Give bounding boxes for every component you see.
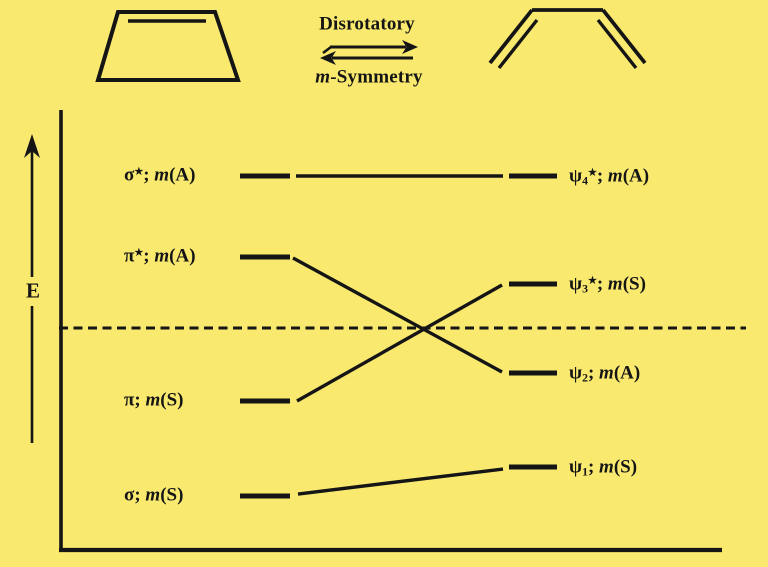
butadiene-right-bond-inner: [596, 18, 638, 70]
correlation-pi-star-to-psi2: [292, 256, 503, 374]
left-level-lines: [240, 173, 290, 499]
symmetry-m-italic: m: [315, 66, 331, 88]
equilibrium-arrows-icon: [320, 40, 418, 65]
orbital-subscript: 2: [582, 371, 588, 385]
parity-label: (A): [169, 164, 196, 186]
level-label-pi: π; m(S): [124, 391, 184, 410]
orbital-symbol: ψ: [569, 362, 583, 384]
antibonding-star-icon: ★: [134, 247, 144, 259]
label-separator: ;: [587, 456, 600, 478]
level-label-pi-star: π★; m(A): [124, 247, 196, 266]
reverse-arrowhead: [320, 51, 336, 65]
label-separator: ;: [134, 389, 146, 411]
energy-axis-label-text: E: [25, 278, 41, 303]
cyclobutene-ring: [95, 10, 241, 82]
mirror-symbol: m: [607, 165, 623, 187]
correlation-pi-to-psi3-star: [296, 283, 503, 403]
butadiene-right-bond-outer: [601, 8, 647, 65]
mirror-symbol: m: [145, 389, 161, 411]
parity-label: (A): [622, 165, 650, 187]
level-label-sigma: σ; m(S): [124, 486, 183, 505]
level-label-psi4-star: ψ4★; m(A): [569, 165, 650, 188]
antibonding-star-icon: ★: [134, 166, 144, 178]
label-separator: ;: [143, 164, 155, 186]
orbital-symbol: π: [124, 389, 135, 411]
orbital-symbol: ψ: [569, 273, 583, 295]
orbital-symbol: ψ: [569, 165, 583, 187]
level-label-sigma-star: σ★; m(A): [124, 166, 195, 185]
butadiene-left-bond-inner: [497, 18, 539, 70]
mirror-symbol: m: [154, 245, 170, 267]
label-separator: ;: [596, 273, 608, 295]
right-level-lines: [509, 173, 557, 470]
energy-arrowhead: [24, 134, 40, 158]
butadiene-structure-icon: [488, 8, 647, 70]
butadiene-left-bond-outer: [488, 8, 534, 65]
cyclobutene-structure-icon: [95, 10, 241, 82]
forward-arrow-tail-hook: [322, 45, 332, 55]
label-separator: ;: [143, 245, 155, 267]
parity-label: (A): [169, 245, 196, 267]
label-separator: ;: [134, 484, 146, 506]
orbital-subscript: 4: [582, 174, 588, 188]
mirror-symbol: m: [599, 362, 614, 384]
label-separator: ;: [587, 362, 600, 384]
orbital-symbol: σ: [124, 484, 135, 506]
parity-label: (S): [160, 484, 184, 506]
correlation-sigma-to-psi1: [297, 467, 504, 496]
forward-process-label: Disrotatory: [319, 15, 415, 34]
parity-label: (S): [613, 456, 638, 478]
correlation-lines: [292, 174, 504, 496]
parity-label: (A): [613, 362, 641, 384]
forward-process-label-text: Disrotatory: [319, 13, 415, 35]
symmetry-element-label: m-Symmetry: [315, 68, 423, 87]
label-separator: ;: [596, 165, 608, 187]
energy-axis-arrow: [24, 134, 40, 443]
mirror-symbol: m: [145, 484, 161, 506]
level-label-psi1: ψ1; m(S): [569, 456, 638, 479]
antibonding-star-icon: ★: [587, 167, 597, 179]
level-label-psi2: ψ2; m(A): [569, 362, 641, 385]
mirror-symbol: m: [154, 164, 170, 186]
orbital-symbol: ψ: [569, 456, 583, 478]
parity-label: (S): [160, 389, 184, 411]
energy-axis-label: E: [25, 278, 41, 303]
mirror-symbol: m: [607, 273, 623, 295]
antibonding-star-icon: ★: [587, 275, 597, 287]
level-label-psi3-star: ψ3★; m(S): [569, 273, 646, 296]
orbital-subscript: 3: [582, 282, 588, 296]
forward-arrowhead: [402, 40, 418, 54]
parity-label: (S): [622, 273, 646, 295]
mirror-symbol: m: [599, 456, 614, 478]
orbital-subscript: 1: [582, 465, 588, 479]
symmetry-label-rest: -Symmetry: [330, 66, 423, 88]
orbital-symbol: σ: [124, 164, 135, 186]
orbital-symbol: π: [124, 245, 135, 267]
